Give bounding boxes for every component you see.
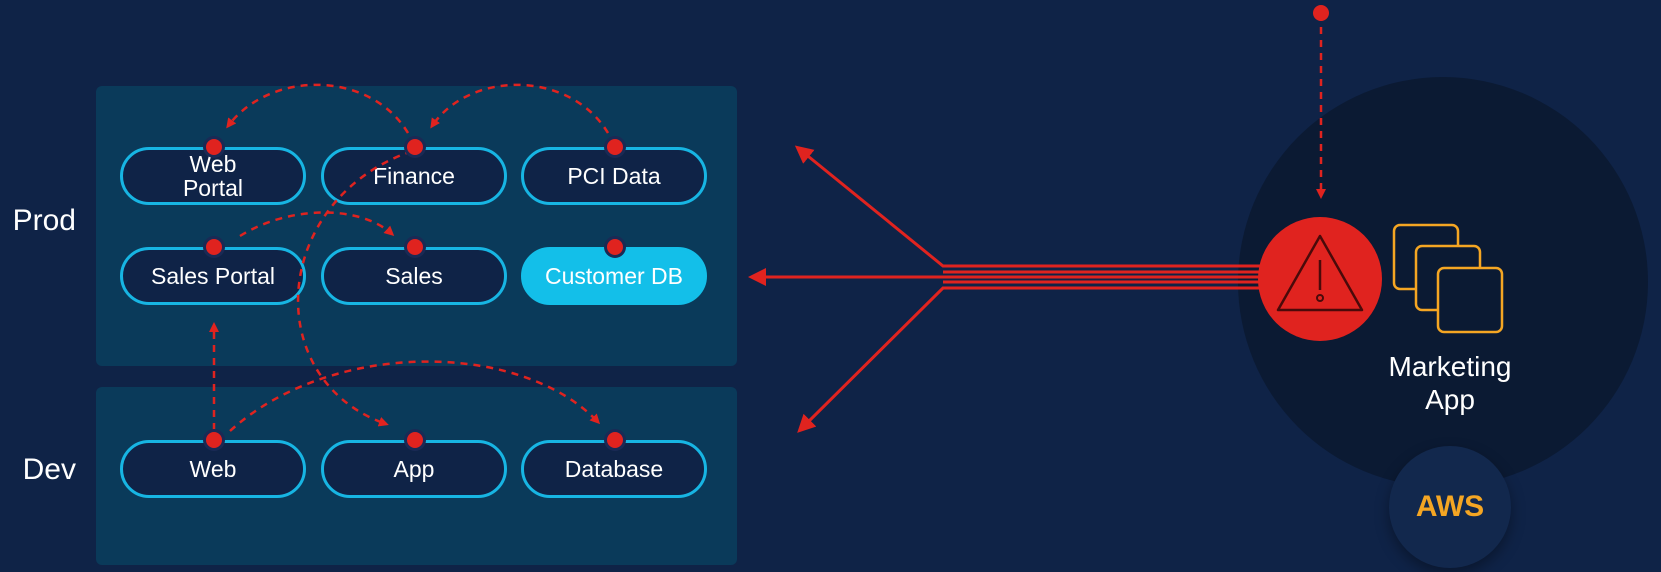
arrow-finance-to-webportal [226, 83, 410, 134]
marketing-app-label: Marketing App [1388, 351, 1512, 415]
node-label: Database [564, 456, 664, 482]
connection-dot [404, 236, 426, 258]
node-label: PCI Data [567, 163, 661, 189]
warning-triangle-icon[interactable] [1258, 217, 1382, 341]
connection-dot [203, 236, 225, 258]
node-label: Finance [373, 163, 455, 189]
connection-dot [604, 429, 626, 451]
node-label: Web [189, 456, 237, 482]
connection-dot [203, 429, 225, 451]
connection-dot [604, 136, 626, 158]
arrow-finance-to-devapp [296, 149, 413, 427]
connection-dot [604, 236, 626, 258]
attack-line-down [797, 286, 1265, 433]
attack-lines [748, 145, 1265, 433]
lateral-movement-arrows [209, 14, 1326, 432]
stacked-windows-icon [1392, 223, 1504, 334]
attack-line-up [794, 145, 1265, 268]
node-label: Customer DB [544, 263, 684, 289]
arrow-salesportal-to-sales [239, 211, 395, 238]
node-label: App [393, 456, 435, 482]
node-label: Sales Portal [150, 263, 275, 289]
node-label: Sales [385, 263, 443, 289]
external-source-dot [1313, 5, 1329, 21]
env-label-prod: Prod [12, 204, 76, 237]
arrow-devweb-to-database [229, 360, 601, 432]
arrow-pci-to-finance [430, 83, 610, 134]
connection-dot [203, 136, 225, 158]
aws-badge[interactable]: AWS [1389, 446, 1511, 568]
connection-dot [404, 136, 426, 158]
env-label-dev: Dev [22, 453, 76, 486]
prod-environment-panel [96, 86, 737, 366]
connection-dot [404, 429, 426, 451]
aws-label: AWS [1415, 490, 1485, 523]
